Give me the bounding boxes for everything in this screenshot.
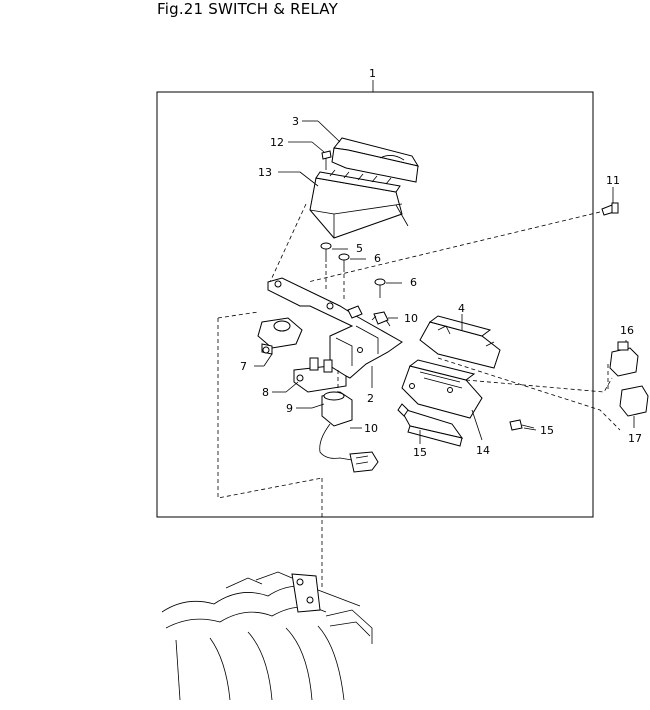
- part-module-15: [397, 403, 464, 447]
- dashed-line-to-17: [437, 357, 621, 431]
- callout-8: 8: [262, 381, 299, 399]
- part-relay-16: [609, 341, 639, 377]
- part-screw-6a: [338, 253, 350, 272]
- callout-6b: 6: [386, 276, 417, 289]
- callout-17: 17: [628, 416, 642, 445]
- callout-7: 7: [240, 353, 273, 373]
- callout-13: 13: [258, 166, 319, 187]
- figure-title: Fig.21 SWITCH & RELAY: [157, 0, 338, 18]
- part-control-unit-14: [401, 359, 483, 419]
- callout-9: 9: [286, 402, 325, 415]
- part-sensor-8: [293, 357, 347, 393]
- callout-15a: 15: [413, 430, 427, 459]
- callout-label-10b: 10: [364, 422, 378, 435]
- callout-15b: 15: [523, 424, 554, 437]
- callout-label-9: 9: [286, 402, 293, 415]
- callout-label-6a: 6: [374, 252, 381, 265]
- callout-label-13: 13: [258, 166, 272, 179]
- callout-label-12: 12: [270, 136, 284, 149]
- callout-label-17: 17: [628, 432, 642, 445]
- callout-10b: 10: [350, 422, 378, 435]
- callout-3: 3: [292, 115, 341, 143]
- part-screw-15: [509, 419, 535, 431]
- callout-4: 4: [458, 302, 465, 330]
- callout-10a: 10: [388, 312, 418, 325]
- dashed-outline-top: [217, 311, 259, 319]
- intake-manifold-reference: [161, 571, 373, 701]
- callout-label-7: 7: [240, 360, 247, 373]
- part-screw-5: [320, 242, 332, 262]
- dashed-line-box-bracket: [269, 203, 307, 283]
- callout-label-11: 11: [606, 174, 620, 187]
- part-screw-6b: [374, 278, 386, 298]
- callout-label-15a: 15: [413, 446, 427, 459]
- callout-1: 1: [369, 67, 376, 92]
- part-switch-7: [257, 317, 303, 355]
- callout-11: 11: [606, 174, 620, 203]
- part-actuator-9: [319, 370, 379, 473]
- assembly-frame: [156, 91, 594, 518]
- callout-label-2: 2: [367, 392, 374, 405]
- callout-label-15b: 15: [540, 424, 554, 437]
- part-screw-12: [321, 150, 332, 170]
- callout-6a: 6: [350, 252, 381, 265]
- callout-2: 2: [367, 366, 374, 405]
- callout-14: 14: [471, 409, 490, 457]
- callout-5: 5: [332, 242, 363, 255]
- dashed-line-to-16: [465, 377, 613, 393]
- callout-label-1: 1: [369, 67, 376, 80]
- callout-label-5: 5: [356, 242, 363, 255]
- part-relay-box-cover: [331, 137, 420, 183]
- callout-label-16: 16: [620, 324, 634, 337]
- part-relay-17: [619, 385, 649, 417]
- callout-label-6b: 6: [410, 276, 417, 289]
- part-relay-box: [309, 169, 409, 239]
- callout-label-3: 3: [292, 115, 299, 128]
- callout-label-14: 14: [476, 444, 490, 457]
- dashed-outline-left: [217, 318, 323, 499]
- callout-12: 12: [270, 136, 325, 153]
- callout-label-10a: 10: [404, 312, 418, 325]
- part-bracket: [267, 277, 403, 379]
- part-relay-4: [419, 315, 501, 369]
- part-clip-10a: [371, 311, 391, 327]
- callout-label-8: 8: [262, 386, 269, 399]
- dashed-leader-11: [307, 211, 601, 283]
- callout-label-4: 4: [458, 302, 465, 315]
- callout-16: 16: [620, 324, 634, 342]
- part-bolt-11: [601, 202, 619, 216]
